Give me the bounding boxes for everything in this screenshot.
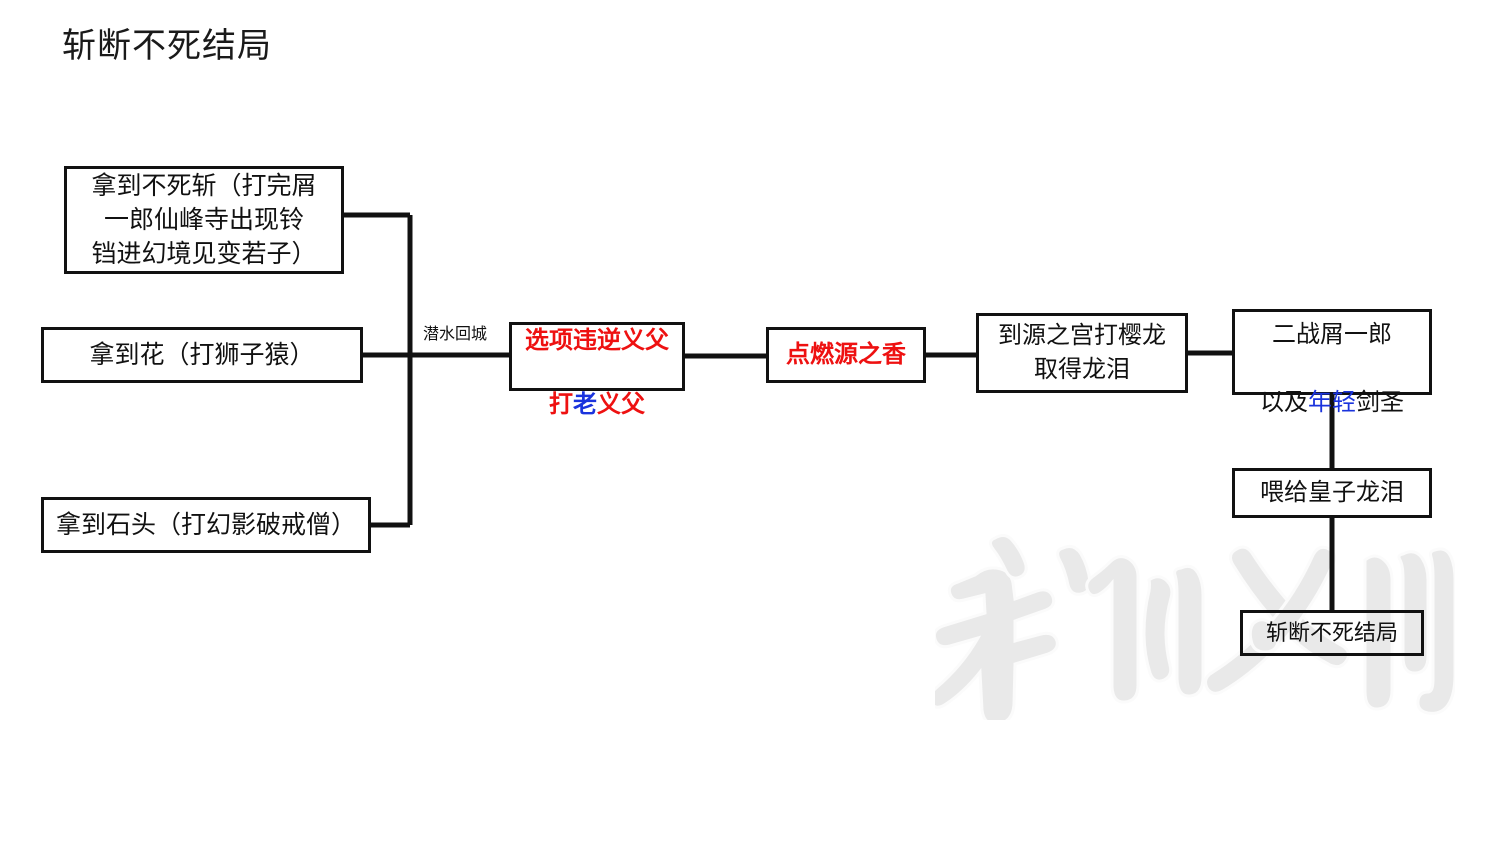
defy-father-foster-father: 义父 xyxy=(597,390,645,418)
node-label: 到源之宫打樱龙 取得龙泪 xyxy=(998,322,1166,383)
genichiro-sword-saint: 剑圣 xyxy=(1356,389,1404,416)
node-label: 点燃源之香 xyxy=(786,341,906,368)
node-get-flower[interactable]: 拿到花（打狮子猿） xyxy=(41,327,363,383)
defy-father-line1: 选项违逆义父 xyxy=(525,326,669,354)
node-light-source-incense[interactable]: 点燃源之香 xyxy=(766,327,926,383)
node-label: 斩断不死结局 xyxy=(1265,620,1398,645)
defy-father-fight-prefix: 打 xyxy=(549,390,573,418)
node-label: 拿到花（打狮子猿） xyxy=(89,341,315,369)
genichiro-line1: 二战屑一郎 xyxy=(1272,321,1392,348)
node-label: 喂给皇子龙泪 xyxy=(1260,479,1404,506)
genichiro-line2-prefix: 以及 xyxy=(1260,389,1308,416)
node-get-stone[interactable]: 拿到石头（打幻影破戒僧） xyxy=(41,497,371,553)
node-fountain-palace-dragon-tears[interactable]: 到源之宫打樱龙 取得龙泪 xyxy=(976,313,1188,393)
node-label: 二战屑一郎 以及年轻剑圣 xyxy=(1235,284,1429,420)
page-title: 斩断不死结局 xyxy=(62,27,272,65)
defy-father-old-highlight: 老 xyxy=(573,390,597,418)
node-defy-foster-father[interactable]: 选项违逆义父 打老义父 xyxy=(509,322,685,418)
node-feed-prince-dragon-tears[interactable]: 喂给皇子龙泪 xyxy=(1232,468,1432,518)
edge-label-dive-back-to-town: 潜水回城 xyxy=(423,326,488,343)
node-label: 拿到不死斩（打完屑 一郎仙峰寺出现铃 铛进幻境见变若子） xyxy=(91,172,317,268)
node-ending-severance-of-immortality[interactable]: 斩断不死结局 xyxy=(1240,610,1424,656)
node-second-fight-genichiro[interactable]: 二战屑一郎 以及年轻剑圣 xyxy=(1232,309,1432,416)
node-label: 选项违逆义父 打老义父 xyxy=(512,293,682,421)
genichiro-young-highlight: 年轻 xyxy=(1308,389,1356,416)
node-label: 拿到石头（打幻影破戒僧） xyxy=(55,511,356,539)
node-get-undying-sword[interactable]: 拿到不死斩（打完屑 一郎仙峰寺出现铃 铛进幻境见变若子） xyxy=(64,166,344,274)
